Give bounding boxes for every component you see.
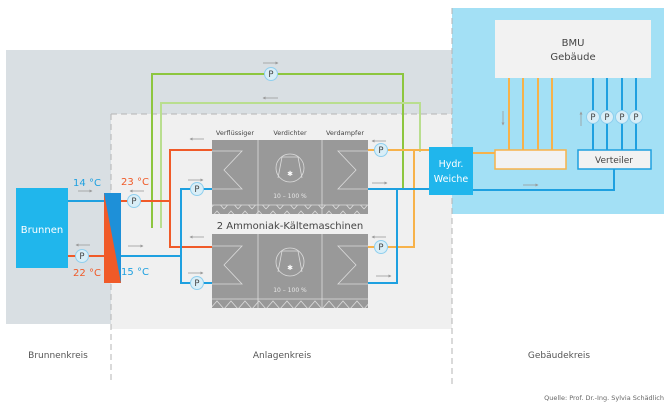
- hydraulic-separator-line1: Hydr.: [439, 159, 464, 170]
- header-condenser: Verflüssiger: [216, 129, 255, 137]
- chiller-group-label: 2 Ammoniak-Kältemaschinen: [217, 221, 364, 232]
- pump-icon: P: [75, 249, 89, 263]
- evaporator-coil-icon: [337, 245, 368, 285]
- collector-manifold: [494, 149, 567, 170]
- pump-label: P: [79, 252, 84, 262]
- pump-label: P: [619, 113, 624, 123]
- chiller-2: ✱: [212, 234, 368, 308]
- pump-icon: P: [600, 110, 614, 124]
- condenser-coil-icon: [212, 245, 243, 285]
- distributor-label: Verteiler: [595, 156, 633, 166]
- pump-icon: P: [615, 110, 629, 124]
- return-risers: [508, 78, 553, 150]
- condenser-coil-icon: [212, 150, 243, 190]
- pump-label: P: [194, 279, 199, 289]
- building-box: [495, 20, 651, 78]
- pipe-from-distributor: [473, 169, 615, 191]
- building-label-line1: BMU: [562, 38, 585, 49]
- pump-label: P: [268, 70, 273, 80]
- pump-icon: P: [374, 143, 388, 157]
- pump-icon: P: [264, 67, 278, 81]
- evaporator-coil-icon: [337, 150, 368, 190]
- circuit-label-brunnenkreis: Brunnenkreis: [28, 351, 88, 361]
- temp-plant-hot: 23 °C: [121, 177, 149, 188]
- pump-icon: P: [190, 276, 204, 290]
- compressor-range-2: 10 – 100 %: [273, 287, 307, 294]
- pump-icon: P: [127, 194, 141, 208]
- brunnen-label: Brunnen: [21, 225, 63, 236]
- distributor-box: [577, 149, 652, 170]
- circuit-label-gebaeudekreis: Gebäudekreis: [528, 351, 590, 361]
- hydraulic-separator: [429, 147, 473, 195]
- building-label-line2: Gebäude: [550, 52, 595, 63]
- pump-label: P: [590, 113, 595, 123]
- pump-label: P: [131, 197, 136, 207]
- compressor-range-1: 10 – 100 %: [273, 193, 307, 200]
- compressor-icon: ✱: [275, 247, 305, 277]
- pipe-plant-hot: [121, 149, 212, 202]
- svg-text:✱: ✱: [287, 264, 293, 272]
- pipe-evap-supply-bottom: [368, 189, 398, 284]
- pipe-plant-hot-lower: [169, 201, 212, 248]
- pump-icon: P: [190, 182, 204, 196]
- header-evaporator: Verdampfer: [326, 129, 364, 137]
- pump-icon: P: [586, 110, 600, 124]
- pump-label: P: [378, 243, 383, 253]
- pipe-green-inner: [160, 102, 421, 228]
- temp-well-return: 22 °C: [73, 268, 101, 279]
- circuit-label-anlagenkreis: Anlagenkreis: [253, 351, 312, 361]
- temp-well-supply: 14 °C: [73, 178, 101, 189]
- svg-text:✱: ✱: [287, 170, 293, 178]
- header-compressor: Verdichter: [273, 129, 307, 137]
- temp-plant-cold: 15 °C: [121, 267, 149, 278]
- compressor-icon: ✱: [275, 153, 305, 183]
- pump-label: P: [378, 146, 383, 156]
- pump-label: P: [194, 185, 199, 195]
- chiller-1: ✱: [212, 140, 368, 214]
- pump-label: P: [604, 113, 609, 123]
- plate-heat-exchanger: [104, 193, 121, 283]
- brunnen-box: [16, 188, 68, 268]
- pump-icon: P: [374, 240, 388, 254]
- hydraulic-separator-line2: Weiche: [434, 174, 469, 185]
- pump-label: P: [633, 113, 638, 123]
- pump-icon: P: [629, 110, 643, 124]
- source-credit: Quelle: Prof. Dr.-Ing. Sylvia Schädlich: [544, 394, 664, 402]
